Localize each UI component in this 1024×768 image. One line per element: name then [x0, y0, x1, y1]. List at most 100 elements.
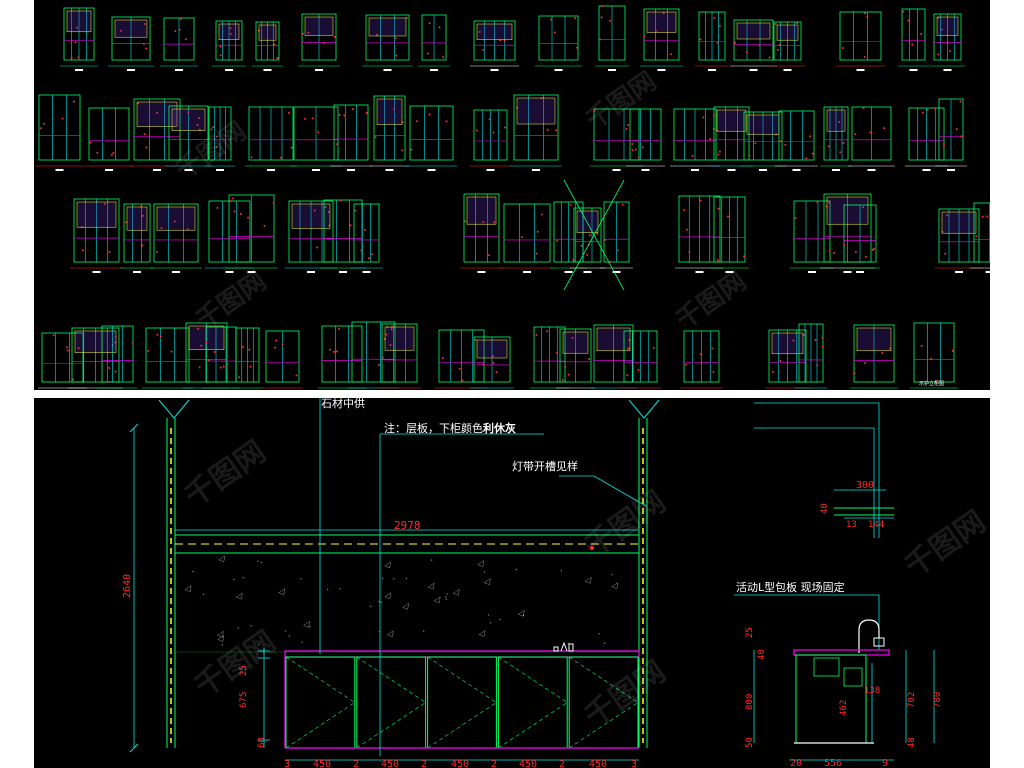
- dim-bottom-value: 2: [353, 759, 359, 768]
- cabinet-thumbnail: [470, 336, 514, 389]
- cabinet-thumbnail: [595, 5, 629, 71]
- dim-bottom-value: 3: [631, 759, 637, 768]
- dim-bottom-value: 450: [313, 759, 331, 768]
- dim-40-top: 40: [820, 503, 830, 514]
- dim-13: 13: [846, 520, 857, 530]
- svg-text:千图网: 千图网: [179, 434, 273, 514]
- dim-height-total: 2640: [122, 423, 139, 753]
- cabinet-thumbnail: [795, 323, 827, 389]
- dim-50: 50: [745, 737, 755, 748]
- cabinet-thumbnail: [35, 94, 84, 171]
- cabinet-thumbnail: [905, 107, 948, 171]
- detail-panel: 石材中供 注：层板，下柜颜色利休灰 灯带开槽见样 2978 2640: [34, 398, 990, 768]
- dim-800: 800: [745, 694, 755, 710]
- cabinet-elevation-thumbnails: [35, 5, 990, 389]
- cabinet-thumbnail: [205, 106, 235, 171]
- cabinet-thumbnail: [848, 106, 895, 171]
- dim-bottom-value: 450: [451, 759, 469, 768]
- section-cross-marks: [563, 179, 625, 291]
- dim-width-value: 2978: [394, 519, 421, 532]
- light-strip-note: 灯带开槽见样: [512, 459, 578, 473]
- cabinet-thumbnail: [212, 20, 246, 71]
- cabinet-thumbnail: [418, 14, 450, 71]
- cabinet-thumbnail: [348, 321, 399, 389]
- cabinet-thumbnail: [378, 323, 421, 389]
- cabinet-thumbnail: [740, 111, 786, 171]
- material-note-prefix: 注：层板，下柜颜色: [384, 421, 483, 435]
- cabinet-thumbnail: [225, 194, 278, 273]
- cabinet-thumbnail: [710, 106, 753, 171]
- cabinet-thumbnail: [680, 330, 723, 389]
- dim-counter-stack: 25 675 60: [239, 648, 270, 748]
- cabinet-door: [497, 656, 568, 749]
- cabinet-thumbnail: [840, 204, 880, 273]
- cabinet-thumbnail: [820, 193, 875, 273]
- right-jamb: [638, 418, 648, 748]
- cabinet-door: [356, 656, 427, 749]
- dim-25: 25: [239, 665, 249, 676]
- cabinet-thumbnail: [318, 325, 366, 389]
- dim-bottom-value: 450: [381, 759, 399, 768]
- dim-bottom-value: 3: [284, 759, 290, 768]
- dim-bottom-value: 2: [559, 759, 565, 768]
- section-label: 活动L型包板 现场固定: [736, 580, 845, 594]
- cabinet-thumbnail: [600, 201, 633, 273]
- cabinet-thumbnail: [535, 15, 582, 71]
- cabinet-thumbnail: [245, 106, 297, 171]
- cabinet-thumbnail: [232, 327, 263, 389]
- dim-48: 48: [907, 737, 917, 748]
- cabinet-thumbnail: [165, 105, 212, 171]
- cabinet-thumbnail: [556, 328, 595, 389]
- cabinet-thumbnail: [935, 98, 967, 171]
- cabinet-thumbnail: [108, 16, 154, 71]
- section-faucet: [858, 619, 880, 653]
- cabinet-thumbnail: [695, 11, 729, 71]
- dim-width-top: 2978: [175, 519, 639, 550]
- cabinet-thumbnail: [120, 203, 154, 273]
- dim-144: 144: [868, 520, 884, 530]
- cabinet-thumbnail: [470, 20, 519, 71]
- dim-bottom-value: 2: [421, 759, 427, 768]
- overview-panel: 示护立柜图 千图网 千图网 千图网 千图网: [34, 0, 990, 390]
- cabinet-section: 300 40 13 144 活动L型包板 现场固定: [734, 402, 943, 768]
- dim-height-value: 2640: [122, 574, 133, 598]
- cabinet-thumbnail: [60, 7, 98, 71]
- left-jamb: [166, 418, 176, 748]
- cabinet-thumbnail: [350, 203, 383, 273]
- svg-text:千图网: 千图网: [671, 266, 752, 335]
- dim-bottom-value: 450: [519, 759, 537, 768]
- cabinet-thumbnail: [370, 95, 409, 171]
- cabinet-thumbnail: [290, 106, 342, 171]
- overview-small-title: 示护立柜图: [919, 380, 944, 387]
- dim-40-section: 40: [757, 649, 767, 660]
- cabinet-thumbnail: [836, 11, 885, 71]
- cabinet-thumbnail: [898, 8, 929, 71]
- cabinet-thumbnail: [70, 198, 123, 273]
- cabinet-thumbnail: [160, 17, 198, 71]
- cabinet-thumbnail: [406, 105, 457, 171]
- cabinet-thumbnail: [626, 108, 665, 171]
- cabinet-thumbnail: [770, 21, 805, 71]
- cabinet-thumbnail: [252, 21, 283, 71]
- dim-60: 60: [257, 737, 267, 748]
- dim-138: 138: [864, 686, 880, 696]
- cabinet-thumbnail: [98, 325, 137, 389]
- material-note-color: 利休灰: [483, 421, 516, 435]
- cabinet-thumbnail: [620, 330, 661, 389]
- leader-lines: [319, 398, 647, 756]
- cabinet-thumbnail: [68, 327, 123, 389]
- cabinet-thumbnail: [85, 107, 133, 171]
- cabinet-thumbnail: [510, 94, 562, 171]
- stone-label: 石材中供: [321, 398, 365, 410]
- cabinet-door: [427, 656, 497, 749]
- cabinet-thumbnail: [500, 203, 554, 273]
- cabinet-thumbnail: [675, 195, 724, 273]
- cabinet-thumbnail: [775, 110, 818, 171]
- cabinet-thumbnail: [820, 106, 852, 171]
- cabinet-thumbnail: [710, 196, 749, 273]
- cabinet-thumbnail: [460, 193, 503, 273]
- cabinet-thumbnail: [640, 8, 683, 71]
- dim-25-section: 25: [745, 627, 755, 638]
- material-note: 注：层板，下柜颜色利休灰: [384, 421, 516, 435]
